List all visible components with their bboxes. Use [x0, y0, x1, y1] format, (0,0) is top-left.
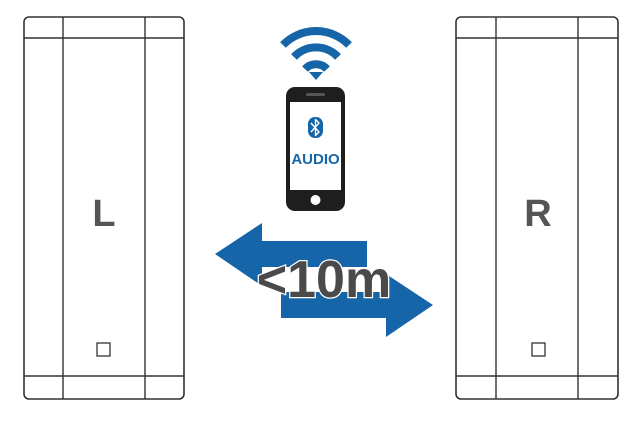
phone-home-button — [310, 195, 321, 205]
left-speaker: L — [23, 16, 185, 400]
right-speaker-label: R — [524, 193, 551, 235]
phone-screen-text: AUDIO — [291, 151, 340, 168]
right-speaker: R — [455, 16, 619, 400]
range-label: <10m — [257, 251, 391, 309]
arrow-right — [281, 274, 433, 337]
right-speaker-button[interactable] — [531, 342, 546, 357]
wifi-signal-icon — [280, 27, 352, 80]
left-speaker-button[interactable] — [96, 342, 111, 357]
bluetooth-icon — [308, 117, 323, 138]
smartphone: AUDIO — [286, 87, 345, 211]
range-arrows: <10m — [215, 223, 433, 337]
left-speaker-label: L — [92, 193, 115, 235]
arrow-left — [215, 223, 367, 286]
